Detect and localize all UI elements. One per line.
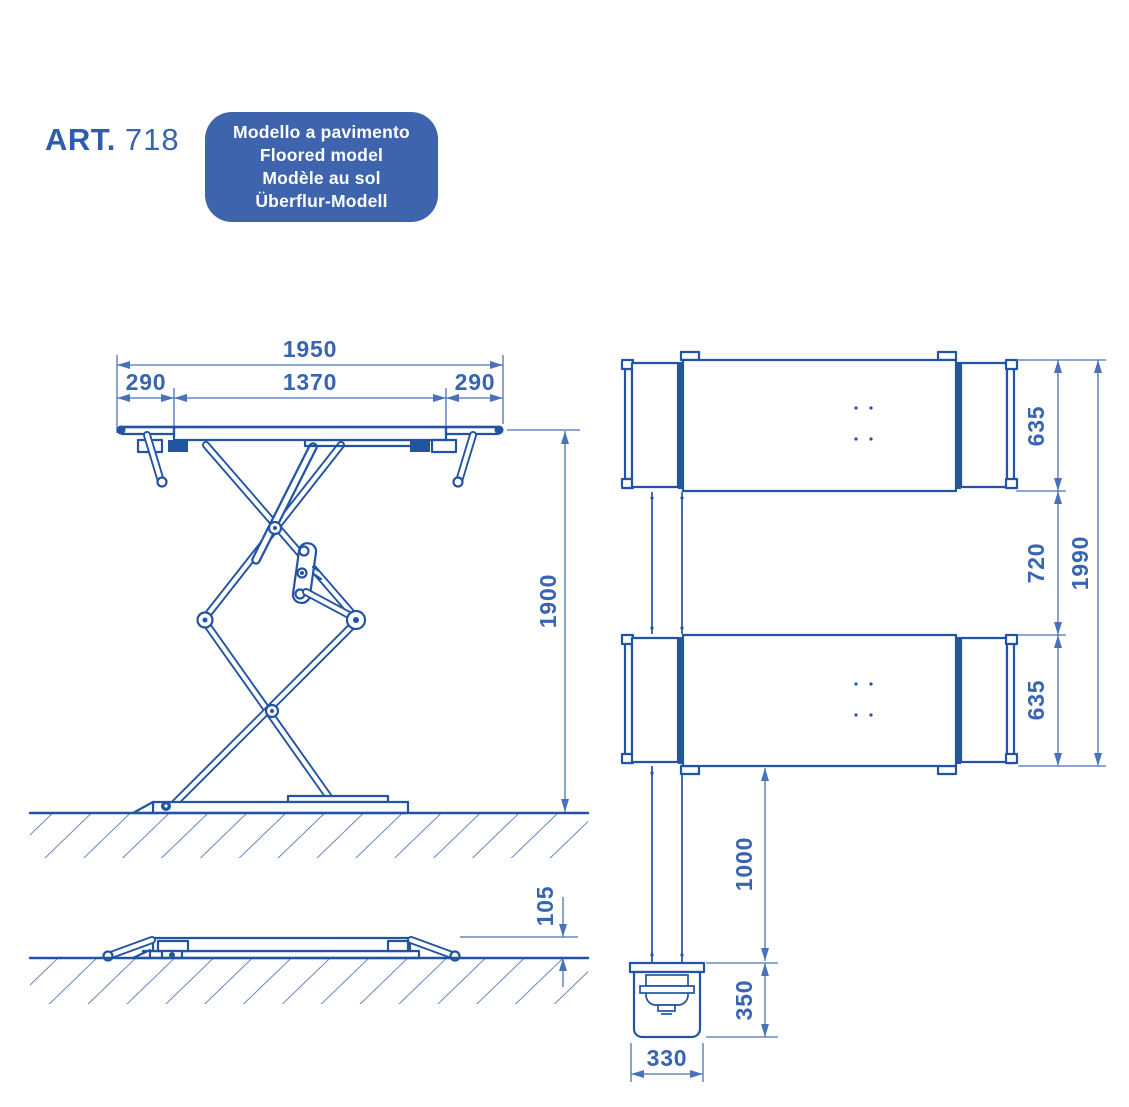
drive-on-ramps-raised (143, 431, 477, 488)
model-type-badge: Modello a pavimento Floored model Modèle… (205, 112, 438, 222)
dim-label-total-length: 1950 (283, 336, 337, 362)
dim-label-lowered-height: 105 (532, 886, 558, 927)
dim-label-console-length: 350 (731, 980, 757, 1021)
article-number: 718 (124, 122, 180, 157)
badge-line-fr: Modèle au sol (262, 168, 381, 188)
article-label: ART. (45, 122, 116, 157)
ground-hatch-raised (28, 811, 590, 858)
dim-label-raised-height: 1900 (535, 574, 561, 628)
dim-label-upper-platform-width: 635 (1023, 406, 1049, 447)
dim-console-length: 350 (706, 962, 778, 1038)
side-view-lowered: 105 (28, 886, 590, 1004)
dim-total-length: 1950 (116, 336, 504, 433)
dim-console-width: 330 (630, 1043, 704, 1082)
base-frame-channel (650, 492, 684, 962)
scissor-arms (171, 441, 360, 807)
dim-label-platform-length: 1370 (283, 369, 337, 395)
safety-latch (291, 542, 367, 631)
dim-label-console-width: 330 (647, 1045, 688, 1071)
upper-platform-plan (620, 350, 1019, 493)
platform-lowered (131, 936, 421, 960)
dim-label-right-overhang: 290 (455, 369, 496, 395)
dim-label-lower-platform-width: 635 (1023, 680, 1049, 721)
dim-label-left-overhang: 290 (126, 369, 167, 395)
dim-console-offset: 1000 (731, 768, 769, 961)
dim-platform-widths: 635 720 635 (1016, 359, 1106, 767)
platform-deck (116, 425, 504, 454)
top-view: 635 720 635 1990 1000 350 (620, 350, 1106, 1082)
side-view-raised: 1950 290 1370 290 1900 (28, 336, 590, 858)
dim-label-console-offset: 1000 (731, 837, 757, 891)
ground-hatch-lowered (28, 956, 590, 1004)
control-console-plan (628, 961, 706, 1039)
dim-label-overall-width: 1990 (1067, 536, 1093, 590)
dim-overall-width: 1990 (1067, 360, 1102, 766)
badge-line-it: Modello a pavimento (233, 122, 410, 142)
dim-raised-height: 1900 (507, 429, 580, 812)
dim-label-platform-gap: 720 (1023, 543, 1049, 584)
badge-line-de: Überflur-Modell (255, 191, 388, 211)
dim-lowered-height: 105 (460, 886, 578, 987)
dim-overhangs-and-platform: 290 1370 290 (117, 369, 503, 428)
article-heading: ART. 718 (45, 122, 180, 158)
badge-line-en: Floored model (259, 145, 384, 165)
drive-on-ramps-lowered (102, 936, 461, 962)
lower-platform-plan (620, 633, 1019, 776)
